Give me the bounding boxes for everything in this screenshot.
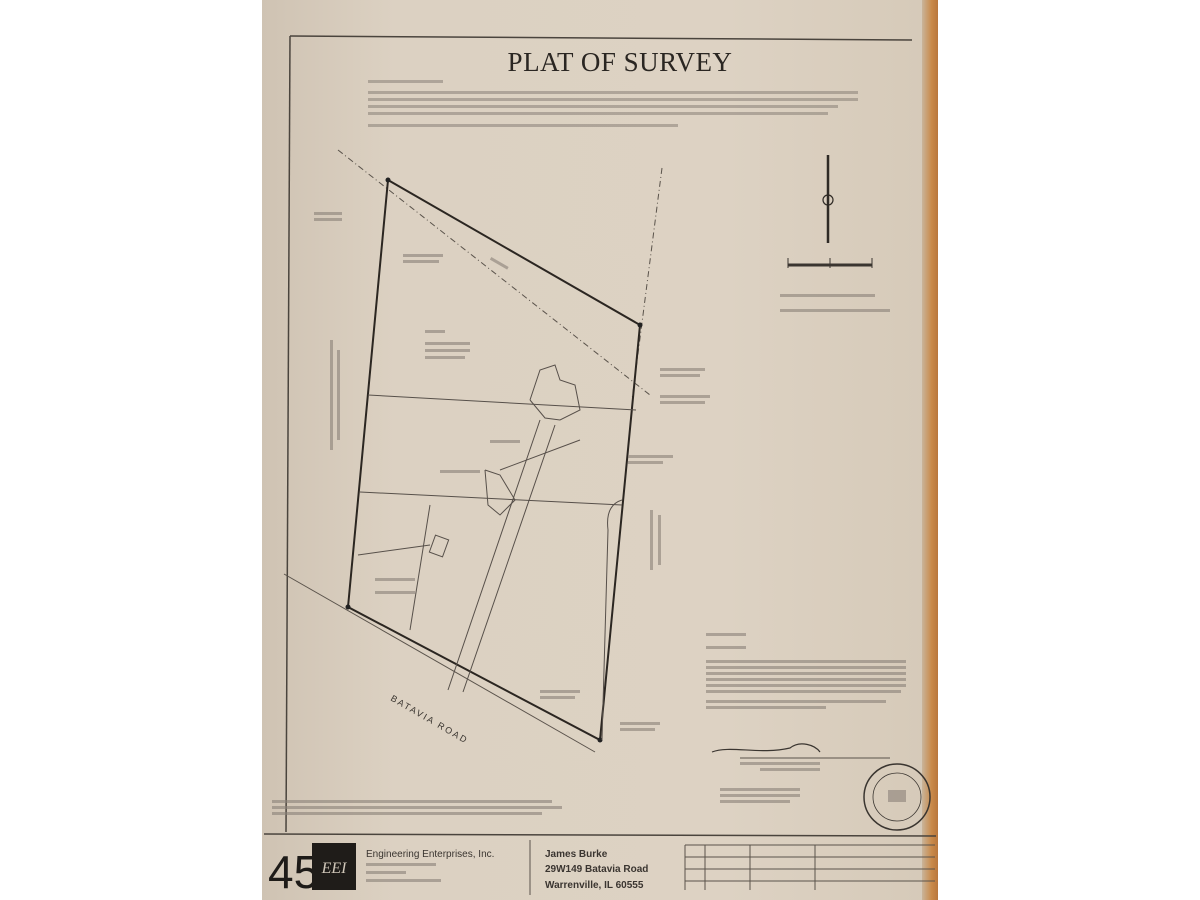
surveyor-certificate [272,633,906,815]
company-logo-mark: EEI [321,860,348,877]
company-name: Engineering Enterprises, Inc. [366,849,494,860]
document-title: PLAT OF SURVEY [508,47,733,77]
interior-features [357,364,637,741]
logo-45: 45 [268,846,319,898]
surveyor-signature [711,743,821,753]
company-logo [312,843,356,890]
plat-annotations [314,212,710,731]
title-block-grid [529,840,935,895]
legend-notes [780,294,890,312]
client-address-line2: Warrenville, IL 60555 [545,880,644,891]
road-label: BATAVIA ROAD [389,693,470,746]
table-edge [922,0,938,900]
road-lines [283,149,663,753]
company-details [366,863,441,882]
lot-boundary [346,178,642,742]
north-arrow-icon [822,155,834,243]
surveyor-seal [863,763,931,831]
drawing-border [263,35,937,837]
scale-bar [787,258,873,268]
legal-description [368,80,858,127]
lot-corner-markers [345,177,643,743]
survey-paper [262,0,926,900]
client-address-line1: 29W149 Batavia Road [545,864,648,875]
client-name: James Burke [545,849,608,860]
